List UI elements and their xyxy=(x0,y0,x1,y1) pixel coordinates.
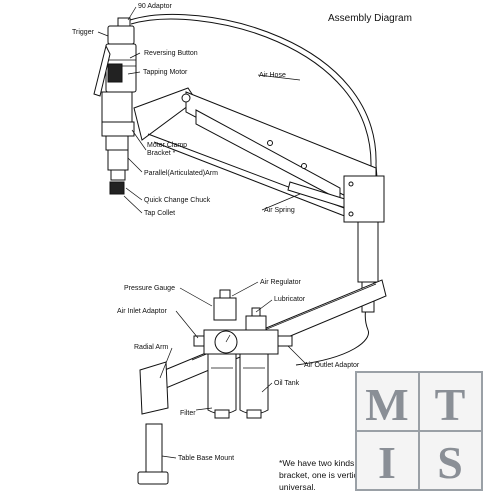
air-hose-inner-line xyxy=(130,18,372,178)
diagram-title: Assembly Diagram xyxy=(328,13,412,24)
table-base-mount xyxy=(137,423,169,485)
note-line-2: bracket, one is vertical, the other is xyxy=(279,470,412,480)
label-air-outlet-adaptor: Air Outlet Adaptor xyxy=(304,362,360,369)
label-bracket: Bracket * xyxy=(147,150,176,157)
label-air-hose: Air Hose xyxy=(259,72,286,79)
label-tapping-motor: Tapping Motor xyxy=(143,69,188,76)
label-air-regulator: Air Regulator xyxy=(260,279,302,286)
logo-letter-t: T xyxy=(435,379,466,430)
label-pressure-gauge: Pressure Gauge xyxy=(124,285,175,292)
oil-tank-bowl xyxy=(239,353,269,415)
label-90-adaptor: 90 Adaptor xyxy=(138,3,173,10)
leader-lines xyxy=(97,6,307,459)
label-table-base-mount: Table Base Mount xyxy=(178,455,234,462)
label-quick-change-chuck: Quick Change Chuck xyxy=(144,197,211,204)
logo-letter-i: I xyxy=(378,437,396,488)
label-lubricator: Lubricator xyxy=(274,296,306,303)
note-line-3: universal. xyxy=(279,482,316,492)
logo-letter-s: S xyxy=(437,437,463,488)
label-parallel-arm: Parallel(Articulated)Arm xyxy=(144,170,218,177)
label-trigger: Trigger xyxy=(72,29,95,36)
tapping-motor-assembly xyxy=(93,17,137,195)
label-air-spring: Air Spring xyxy=(264,207,295,214)
logo-letter-m: M xyxy=(365,379,408,430)
label-tap-collet: Tap Collet xyxy=(144,210,175,217)
frl-unit xyxy=(193,289,293,419)
parallel-arm-assembly xyxy=(133,87,385,313)
trigger-lever xyxy=(93,44,111,97)
label-motor-clamp: Motor Clamp xyxy=(147,142,187,149)
label-oil-tank: Oil Tank xyxy=(274,380,300,387)
mtis-logo: M T I S xyxy=(355,371,483,491)
label-reversing-button: Reversing Button xyxy=(144,50,198,57)
label-filter: Filter xyxy=(180,410,196,417)
air-hose-line xyxy=(129,13,378,179)
note-line-1: *We have two kinds of motor clamp xyxy=(279,458,414,468)
filter-bowl xyxy=(207,353,237,415)
label-air-inlet-adaptor: Air Inlet Adaptor xyxy=(117,308,167,315)
label-radial-arm: Radial Arm xyxy=(134,344,168,351)
